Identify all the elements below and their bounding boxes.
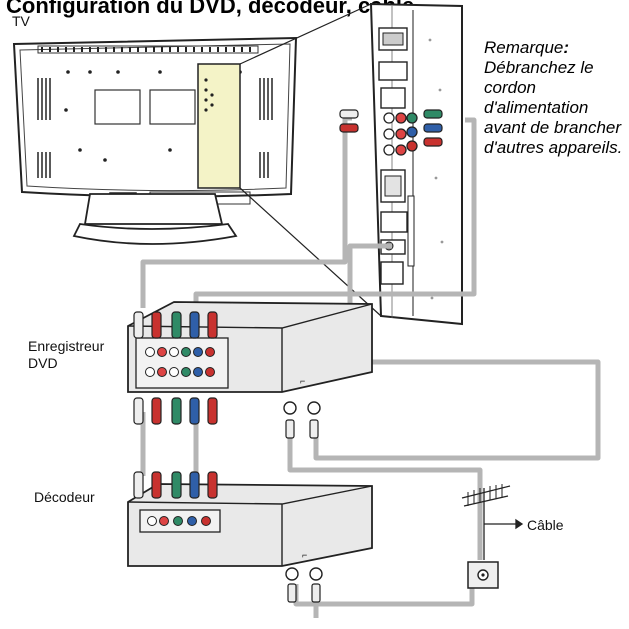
cable-label: Câble	[527, 517, 564, 533]
svg-text:⌐: ⌐	[300, 376, 305, 386]
warning-note: Remarque: Débranchez le cordon d'aliment…	[484, 38, 624, 158]
antenna-icon	[461, 484, 524, 560]
tv-label: TV	[12, 13, 30, 29]
diagram-heading: Configuration du DVD, décodeur, câble	[6, 0, 415, 18]
dvd-recorder-label-line2: DVD	[28, 355, 58, 371]
decoder-box: ⌐	[127, 483, 373, 581]
note-colon: :	[563, 38, 570, 57]
wall-outlet-icon	[467, 561, 499, 589]
svg-text:⌐: ⌐	[302, 550, 307, 560]
dvd-recorder-label-line1: Enregistreur	[28, 338, 105, 354]
decoder-label: Décodeur	[34, 489, 95, 505]
note-body: Débranchez le cordon d'alimentation avan…	[484, 58, 623, 157]
tv-rear-icon	[12, 3, 382, 317]
note-title: Remarque	[484, 38, 564, 57]
rca-plug-icon	[133, 109, 443, 603]
dvd-recorder-box: ⌐	[127, 301, 373, 415]
tv-input-panel	[369, 2, 463, 326]
